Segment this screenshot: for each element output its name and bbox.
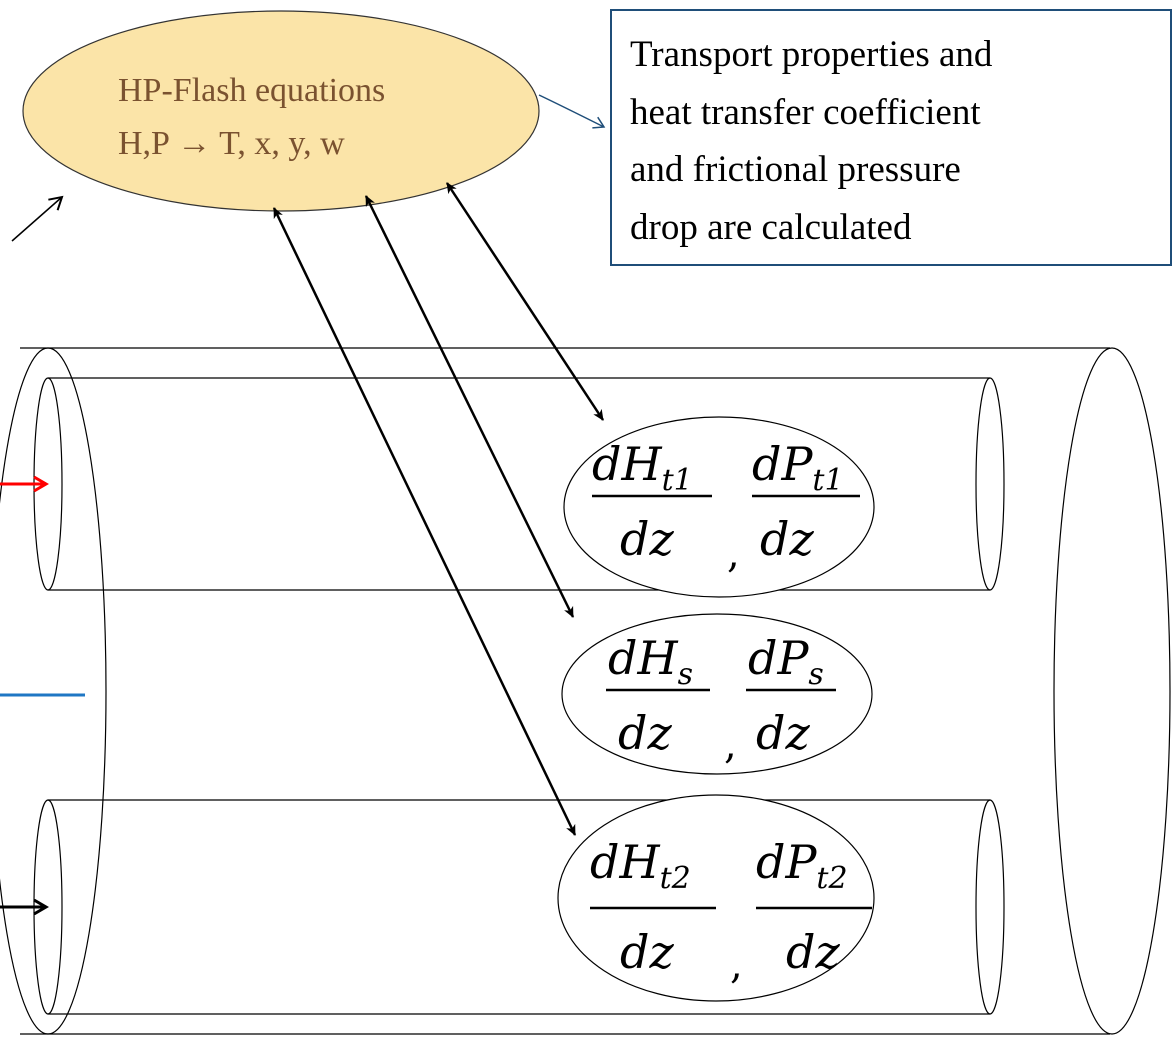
svg-text:dHt2: dHt2 [590, 835, 691, 896]
equation-tube-1: dHt1 dz , dPt1 dz [563, 416, 875, 598]
eq2-h-den: dz [618, 706, 672, 760]
eq1-p-sub: t1 [812, 463, 843, 498]
equation-ellipse-1 [563, 416, 875, 598]
flash-ellipse [22, 10, 540, 212]
svg-text:dPt1: dPt1 [752, 437, 844, 498]
equation-tube-2: dHt2 dz , dPt2 dz [557, 794, 875, 1002]
eq2-sep: , [724, 722, 737, 768]
info-line-3: and frictional pressure [630, 149, 961, 190]
eq1-h-num: dH [592, 437, 662, 491]
equation-ellipse-2 [561, 613, 873, 775]
eq1-sep: , [727, 531, 740, 577]
svg-text:dPt2: dPt2 [756, 835, 848, 896]
flash-input-arrow [11, 195, 64, 242]
shell-right-end [1053, 347, 1171, 1035]
equation-shell: dHs dz , dPs dz [561, 613, 873, 775]
flash-line-2: H,P → T, x, y, w [118, 125, 345, 162]
eq1-p-den: dz [760, 512, 814, 566]
eq3-p-sub: t2 [816, 861, 847, 896]
info-line-1: Transport properties and [630, 34, 993, 75]
tube-2-right-end [975, 799, 1005, 1015]
shell-left-end [0, 347, 107, 1035]
eq2-h-sub: s [678, 657, 693, 692]
info-line-4: drop are calculated [630, 207, 912, 248]
info-box-border [610, 9, 1172, 266]
eq1-h-den: dz [620, 512, 674, 566]
info-line-2: heat transfer coefficient [630, 92, 981, 133]
svg-text:dHs: dHs [608, 631, 693, 692]
svg-text:dHt1: dHt1 [592, 437, 693, 498]
info-box: Transport properties and heat transfer c… [610, 9, 1172, 266]
eq2-p-den: dz [756, 706, 810, 760]
eq2-p-num: dP [748, 631, 809, 685]
eq2-p-sub: s [808, 657, 823, 692]
eq3-h-num: dH [590, 835, 660, 889]
eq3-p-num: dP [756, 835, 817, 889]
eq1-h-sub: t1 [662, 463, 693, 498]
eq1-p-num: dP [752, 437, 813, 491]
flash-to-info-connector [538, 94, 606, 129]
eq2-h-num: dH [608, 631, 678, 685]
equation-ellipse-3 [557, 794, 875, 1002]
tube-1-right-end [975, 377, 1005, 591]
flash-tube2-link-arrow [272, 207, 577, 836]
flash-tube1-link-arrow [445, 182, 605, 421]
eq3-p-den: dz [786, 925, 840, 979]
flash-shell-link-arrow [364, 195, 575, 618]
svg-text:dPs: dPs [748, 631, 824, 692]
flash-line-1: HP-Flash equations [118, 72, 385, 109]
eq3-sep: , [730, 942, 743, 988]
eq3-h-den: dz [620, 925, 674, 979]
eq3-h-sub: t2 [660, 861, 691, 896]
